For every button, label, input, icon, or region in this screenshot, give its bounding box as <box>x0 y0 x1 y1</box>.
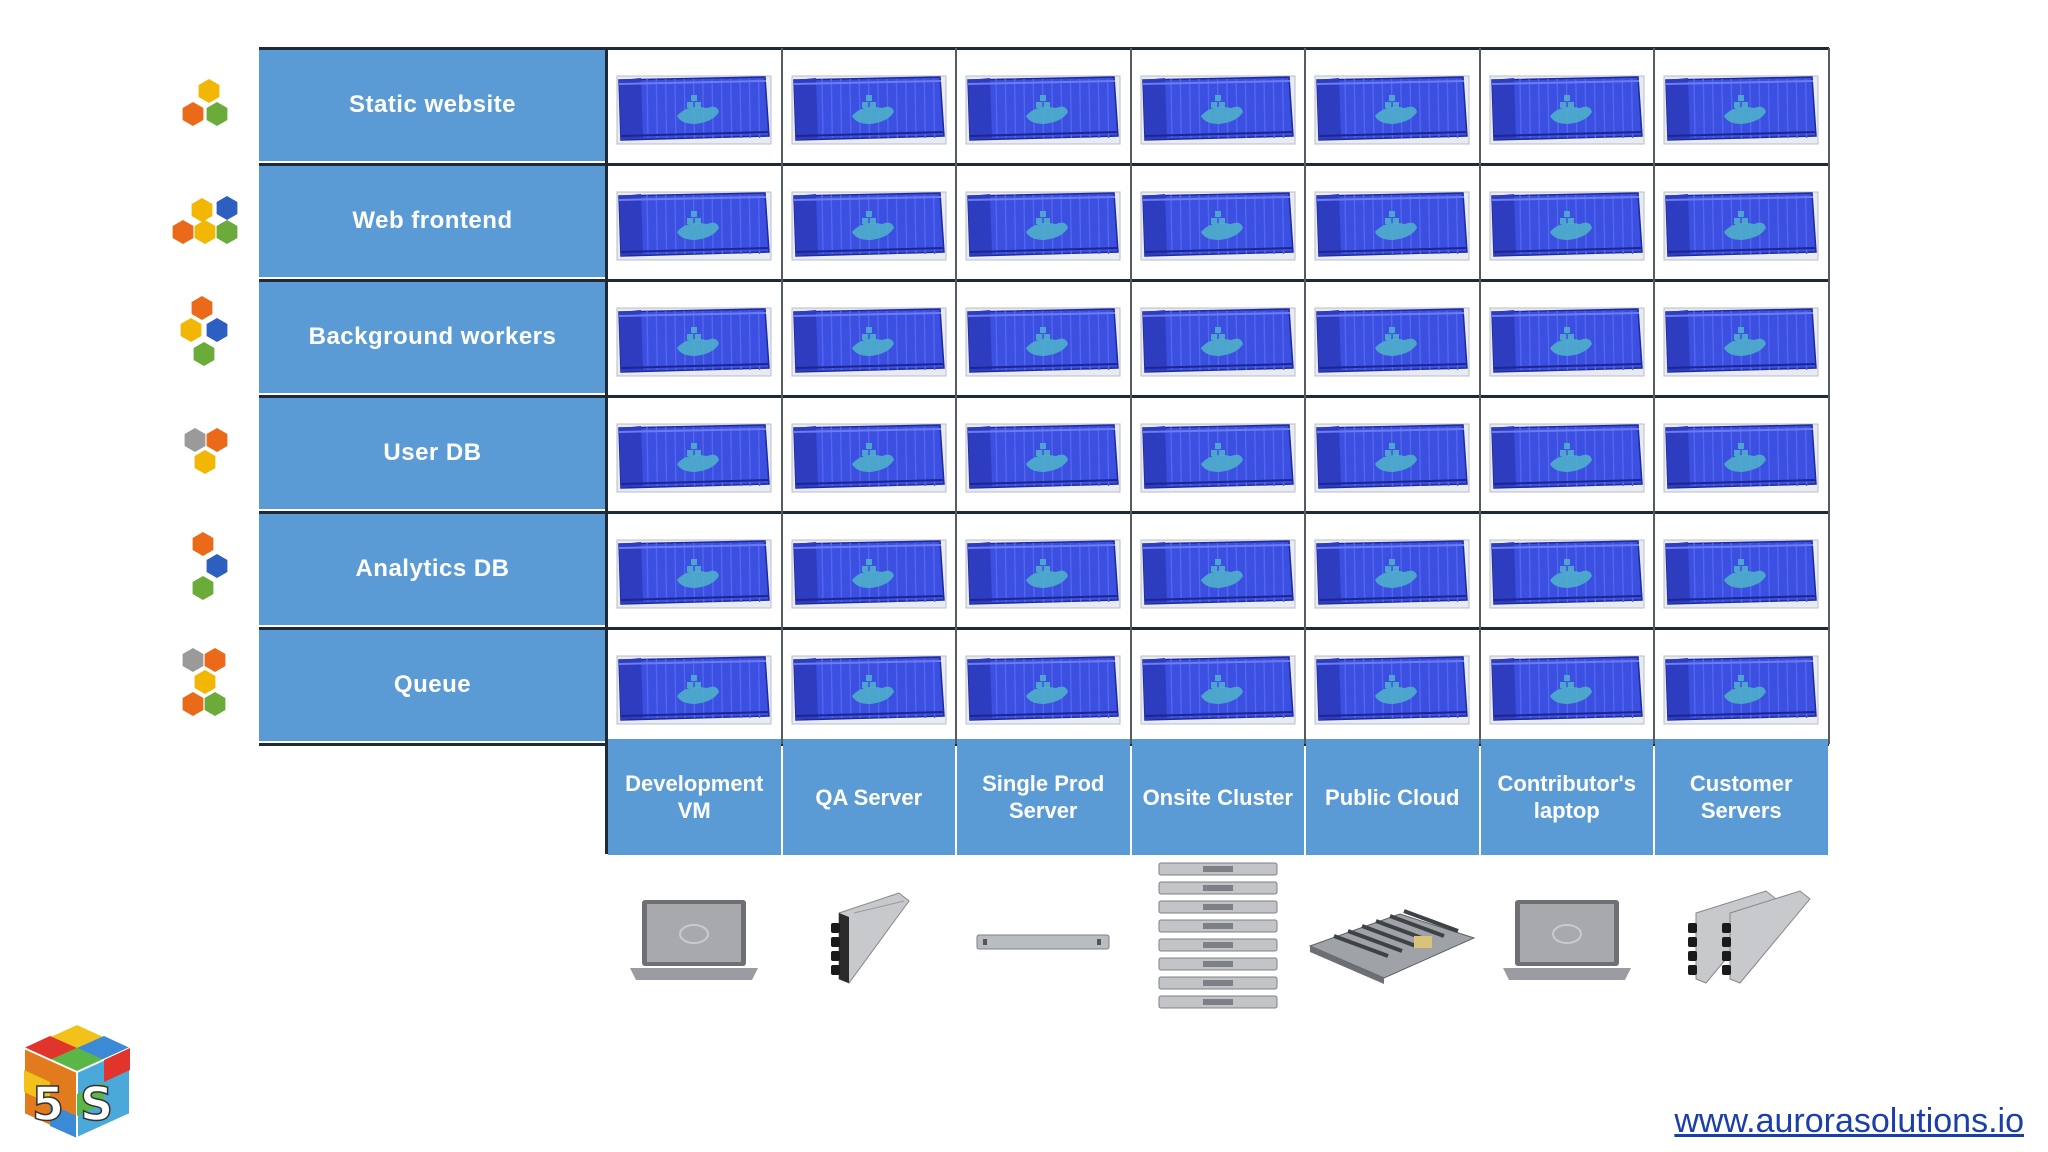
grid-column-divider <box>1478 48 1481 744</box>
shipping-container-icon <box>1140 75 1295 145</box>
shipping-container-icon <box>1663 191 1819 261</box>
shipping-container-icon <box>616 307 772 377</box>
shipping-container-icon <box>1489 191 1644 261</box>
motherboard-icon <box>1308 909 1476 984</box>
grid-row-divider <box>259 511 1829 514</box>
laptop-icon <box>630 900 759 980</box>
row-label: Analytics DB <box>259 512 606 625</box>
row-label: Queue <box>259 628 606 741</box>
shipping-container-icon <box>965 191 1121 261</box>
hex-cluster-icon <box>182 79 228 126</box>
shipping-container-icon <box>1663 75 1819 145</box>
row-label: User DB <box>259 396 606 509</box>
shipping-container-icon <box>1489 423 1644 493</box>
row-label: Web frontend <box>259 164 606 277</box>
shipping-container-icon <box>1314 191 1470 261</box>
hex-cluster-icon <box>192 532 228 600</box>
shipping-container-icon <box>1140 307 1295 377</box>
grid-left-border <box>605 48 608 854</box>
shipping-container-icon <box>1489 655 1644 725</box>
row-label: Background workers <box>259 280 606 393</box>
shipping-container-icon <box>1140 655 1295 725</box>
shipping-container-icon <box>616 423 772 493</box>
column-label: Public Cloud <box>1306 739 1479 855</box>
shipping-container-icon <box>1314 655 1470 725</box>
shipping-container-icon <box>791 307 946 377</box>
laptop-icon <box>1502 900 1631 980</box>
grid-row-divider <box>259 279 1829 282</box>
shipping-container-icon <box>1314 307 1470 377</box>
shipping-container-icon <box>1663 655 1819 725</box>
shipping-container-icon <box>965 307 1121 377</box>
hex-cluster-icon <box>180 296 228 366</box>
shipping-container-icon <box>616 539 772 609</box>
grid-column-divider <box>955 48 957 744</box>
shipping-container-icon <box>1489 75 1644 145</box>
column-label: Customer Servers <box>1655 739 1828 855</box>
grid-row-divider <box>259 163 1829 166</box>
grid-row-divider <box>259 47 1829 50</box>
shipping-container-icon <box>965 423 1121 493</box>
blade-server-icon <box>830 892 910 984</box>
grid-column-divider <box>1129 48 1132 744</box>
column-label: Contributor's laptop <box>1480 739 1653 855</box>
hex-cluster-icon <box>172 196 238 244</box>
shipping-container-icon <box>616 191 772 261</box>
shipping-container-icon <box>1314 423 1470 493</box>
shipping-container-icon <box>1489 539 1644 609</box>
shipping-container-icon <box>1140 539 1295 609</box>
grid-column-divider <box>1653 48 1655 744</box>
shipping-container-icon <box>791 75 946 145</box>
shipping-container-icon <box>1663 539 1819 609</box>
row-label: Static website <box>259 48 606 161</box>
shipping-container-icon <box>1140 423 1295 493</box>
shipping-container-icon <box>1314 75 1470 145</box>
shipping-container-icon <box>791 539 946 609</box>
column-label: QA Server <box>782 739 955 855</box>
shipping-container-icon <box>791 191 946 261</box>
shipping-container-icon <box>616 75 772 145</box>
blade-server-icon <box>1688 890 1811 984</box>
server-stack-icon <box>1158 862 1278 1009</box>
svg-text:5: 5 <box>32 1077 64 1131</box>
shipping-container-icon <box>1314 539 1470 609</box>
rubiks-cube-logo-icon: 5 S <box>21 1022 133 1140</box>
shipping-container-icon <box>791 423 946 493</box>
grid-column-divider <box>1827 48 1830 744</box>
grid-column-divider <box>1304 48 1306 744</box>
hex-cluster-icon <box>184 428 228 474</box>
shipping-container-icon <box>791 655 946 725</box>
shipping-container-icon <box>616 655 772 725</box>
shipping-container-icon <box>1663 307 1819 377</box>
website-link[interactable]: www.aurorasolutions.io <box>1674 1102 2024 1140</box>
shipping-container-icon <box>1663 423 1819 493</box>
column-label: Development VM <box>608 739 781 855</box>
shipping-container-icon <box>1140 191 1295 261</box>
column-label: Single Prod Server <box>957 739 1130 855</box>
shipping-container-icon <box>1489 307 1644 377</box>
hex-cluster-icon <box>182 648 226 716</box>
shipping-container-icon <box>965 539 1121 609</box>
svg-text:S: S <box>80 1077 113 1131</box>
grid-column-divider <box>780 48 783 744</box>
column-label: Onsite Cluster <box>1131 739 1304 855</box>
grid-row-divider <box>259 395 1829 398</box>
shipping-container-icon <box>965 655 1121 725</box>
shipping-container-icon <box>965 75 1121 145</box>
rack-server-icon <box>976 934 1110 950</box>
grid-row-divider <box>259 627 1829 630</box>
